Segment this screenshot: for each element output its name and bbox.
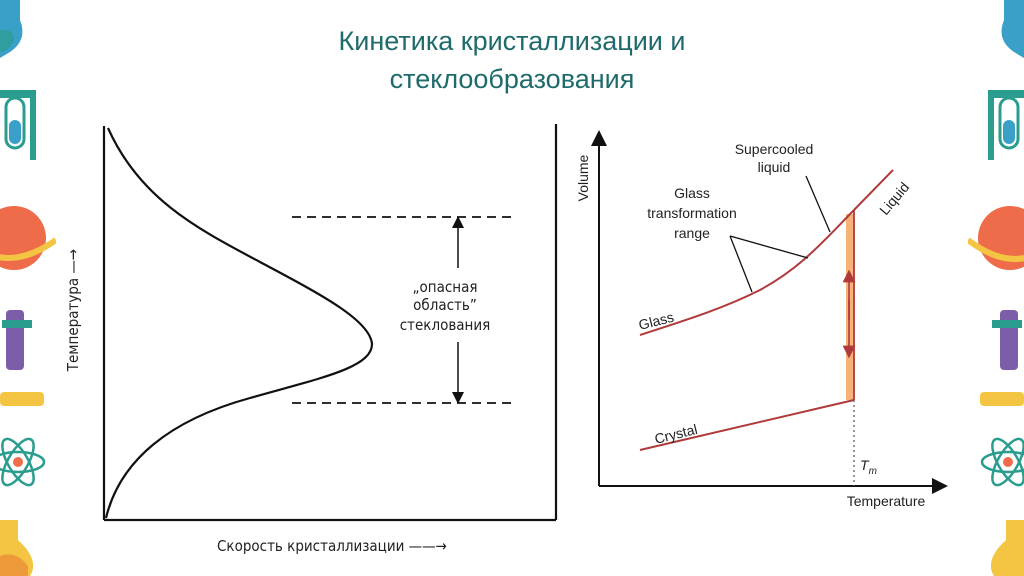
planet-icon [968, 206, 1024, 270]
beaker-icon [990, 520, 1024, 576]
tm-label: Tm [860, 457, 877, 477]
microscope-icon [980, 310, 1024, 406]
test-tube-icon [988, 90, 1024, 160]
glass-range-label-line-2: transformation [647, 205, 736, 221]
supercooled-label-line-2: liquid [758, 159, 791, 175]
supercooled-label-line-1: Supercooled [735, 141, 814, 157]
left-x-axis-label: Скорость кристаллизации ——→ [217, 537, 447, 555]
slide-title-line-1: Кинетика кристаллизации и [338, 26, 686, 56]
tm-label-main: T [860, 457, 870, 473]
flask-icon [0, 0, 23, 58]
glass-range-label-line-1: Glass [674, 185, 710, 201]
glass-range-pointer-2 [729, 235, 809, 259]
microscope-icon [0, 310, 44, 406]
melting-transition-band [846, 214, 854, 400]
test-tube-icon [0, 90, 36, 160]
region-label-line-1: „опасная [413, 278, 478, 296]
glass-range-pointer-1 [729, 235, 753, 293]
right-decoration [968, 0, 1024, 576]
crystal-curve [639, 399, 855, 451]
liquid-curve [853, 169, 894, 211]
right-x-axis-label: Temperature [847, 493, 926, 509]
flask-icon [1001, 0, 1024, 58]
left-y-axis-label: Температура —→ [64, 249, 82, 372]
liquid-label: Liquid [876, 179, 912, 218]
right-y-axis-label: Volume [575, 154, 591, 201]
crystal-label: Crystal [653, 421, 699, 447]
glass-range-label-line-3: range [674, 225, 710, 241]
crystallization-diagram: „опасная область” стеклования Температур… [64, 124, 558, 555]
region-label-line-2: область” [413, 296, 477, 314]
planet-icon [0, 206, 56, 270]
slide-title: Кинетика кристаллизации и стеклообразова… [262, 22, 762, 98]
volume-temperature-diagram: Volume Temperature Supercooled liquid Gl… [575, 130, 948, 509]
atom-icon [980, 437, 1024, 487]
crystallization-rate-curve [104, 127, 374, 519]
supercooled-glass-curve [639, 209, 855, 336]
slide-title-line-2: стеклообразования [389, 64, 635, 94]
region-label-line-3: стеклования [400, 316, 491, 334]
tm-label-sub: m [869, 466, 877, 477]
beaker-icon [0, 520, 34, 576]
atom-icon [0, 437, 46, 487]
left-decoration [0, 0, 56, 576]
supercooled-pointer [805, 175, 831, 233]
